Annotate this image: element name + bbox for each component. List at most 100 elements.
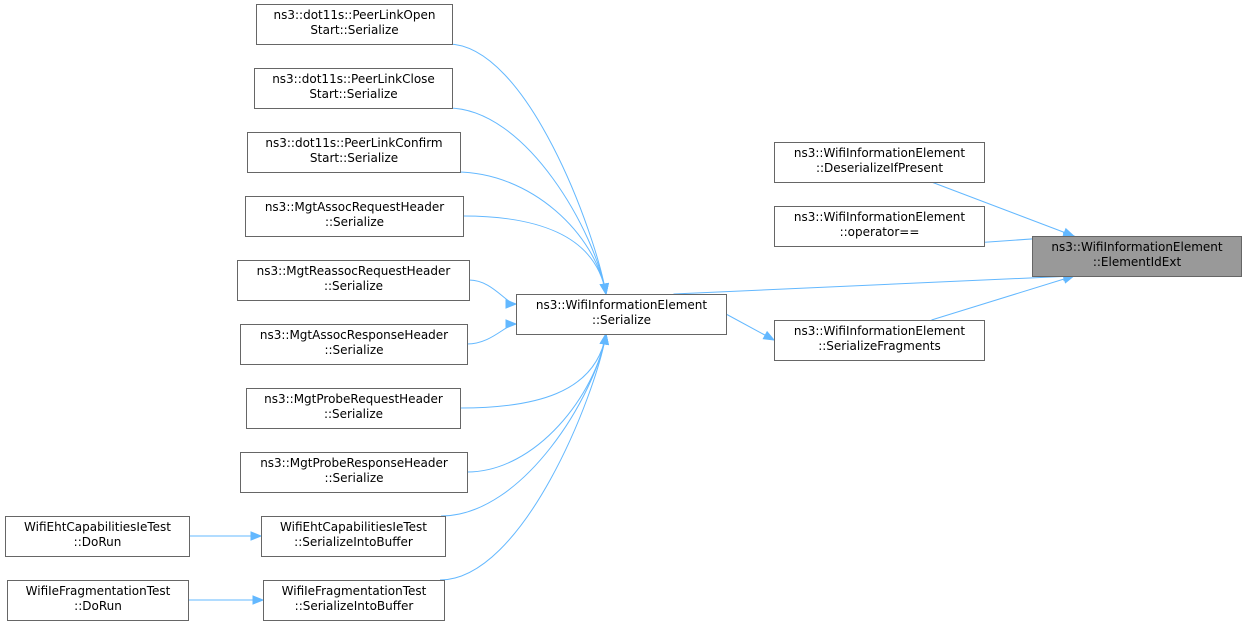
node-box: [5, 516, 190, 557]
node-eht-do-run[interactable]: WifiEhtCapabilitiesIeTest::DoRun: [5, 516, 190, 557]
node-label-line: Start::Serialize: [310, 151, 398, 165]
arrowhead: [599, 282, 609, 296]
node-label-line: Start::Serialize: [310, 23, 398, 37]
node-label-line: ns3::MgtAssocRequestHeader: [265, 200, 444, 214]
node-box: [774, 320, 985, 361]
node-assoc-request[interactable]: ns3::MgtAssocRequestHeader::Serialize: [245, 196, 464, 237]
node-operator-eq[interactable]: ns3::WifiInformationElement::operator==: [774, 206, 985, 247]
node-box: [245, 196, 464, 237]
node-peer-link-confirm[interactable]: ns3::dot11s::PeerLinkConfirmStart::Seria…: [247, 132, 461, 173]
edge-reassoc-request-to-serialize: [468, 279, 518, 309]
edge-line: [440, 333, 607, 517]
node-label-line: ::Serialize: [324, 471, 383, 485]
edge-line: [459, 333, 607, 409]
edge-line: [462, 215, 607, 295]
node-label-line: ns3::WifiInformationElement: [794, 146, 966, 160]
node-reassoc-request[interactable]: ns3::MgtReassocRequestHeader::Serialize: [237, 260, 470, 301]
edge-eht-do-run-to-eht-serialize-into-buffer: [189, 531, 263, 541]
edge-peer-link-open-to-serialize: [447, 43, 609, 296]
nodes-layer: ns3::WifiInformationElement::ElementIdEx…: [5, 4, 1242, 621]
edge-probe-response-to-serialize: [466, 332, 609, 473]
edge-line: [455, 171, 607, 295]
node-frag-serialize-into-buffer[interactable]: WifiIeFragmentationTest::SerializeIntoBu…: [263, 580, 445, 621]
edge-line: [931, 275, 1074, 321]
node-label-line: Start::Serialize: [309, 87, 397, 101]
edge-probe-request-to-serialize: [459, 332, 609, 409]
node-label-line: ns3::WifiInformationElement: [536, 298, 708, 312]
node-box: [516, 294, 727, 335]
node-box: [237, 260, 470, 301]
arrowhead: [505, 299, 518, 309]
node-serialize[interactable]: ns3::WifiInformationElement::Serialize: [516, 294, 727, 335]
node-label-line: ::SerializeIntoBuffer: [295, 599, 414, 613]
arrowhead: [250, 531, 263, 541]
node-label-line: WifiEhtCapabilitiesIeTest: [24, 520, 171, 534]
node-box: [247, 132, 461, 173]
node-box: [263, 580, 445, 621]
node-label-line: ns3::dot11s::PeerLinkClose: [272, 72, 435, 86]
node-frag-do-run[interactable]: WifiIeFragmentationTest::DoRun: [7, 580, 189, 621]
node-label-line: ns3::WifiInformationElement: [1051, 240, 1223, 254]
edge-line: [673, 275, 1074, 295]
edge-frag-do-run-to-frag-serialize-into-buffer: [188, 595, 265, 605]
node-label-line: ::Serialize: [325, 215, 384, 229]
node-box: [240, 324, 468, 365]
node-label-line: ::operator==: [840, 225, 920, 239]
node-serialize-fragments[interactable]: ns3::WifiInformationElement::SerializeFr…: [774, 320, 985, 361]
edge-line: [931, 181, 1074, 237]
edge-assoc-request-to-serialize: [462, 215, 609, 296]
node-box: [261, 516, 446, 557]
edge-frag-serialize-into-buffer-to-serialize: [439, 332, 609, 581]
node-box: [1032, 236, 1242, 277]
arrowhead: [252, 595, 265, 605]
node-box: [774, 142, 985, 183]
node-box: [774, 206, 985, 247]
arrowhead: [599, 332, 609, 346]
node-box: [7, 580, 189, 621]
node-label-line: ns3::dot11s::PeerLinkConfirm: [265, 136, 442, 150]
node-box: [246, 388, 461, 429]
node-label-line: ::Serialize: [592, 313, 651, 327]
edge-line: [447, 43, 607, 295]
arrowhead: [505, 319, 518, 329]
node-label-line: ::DoRun: [74, 535, 122, 549]
node-eht-serialize-into-buffer[interactable]: WifiEhtCapabilitiesIeTest::SerializeInto…: [261, 516, 446, 557]
node-label-line: ns3::WifiInformationElement: [794, 210, 966, 224]
node-probe-response[interactable]: ns3::MgtProbeResponseHeader::Serialize: [240, 452, 468, 493]
node-label-line: ::Serialize: [324, 407, 383, 421]
node-label-line: ::DeserializeIfPresent: [816, 161, 943, 175]
node-label-line: ns3::dot11s::PeerLinkOpen: [274, 8, 436, 22]
node-label-line: ::SerializeIntoBuffer: [294, 535, 413, 549]
edge-line: [468, 279, 517, 305]
node-label-line: ns3::WifiInformationElement: [794, 324, 966, 338]
node-label-line: WifiEhtCapabilitiesIeTest: [280, 520, 427, 534]
node-box: [240, 452, 468, 493]
node-label-line: ::DoRun: [74, 599, 122, 613]
edge-assoc-response-to-serialize: [466, 319, 518, 345]
node-label-line: ::SerializeFragments: [818, 339, 941, 353]
edge-line: [447, 107, 607, 295]
node-peer-link-close[interactable]: ns3::dot11s::PeerLinkCloseStart::Seriali…: [254, 68, 453, 109]
node-label-line: ::Serialize: [324, 343, 383, 357]
node-box: [256, 4, 453, 45]
edge-serialize-to-serialize-fragments: [725, 313, 776, 341]
node-deserialize-if-present[interactable]: ns3::WifiInformationElement::Deserialize…: [774, 142, 985, 183]
node-label-line: ns3::MgtProbeResponseHeader: [260, 456, 448, 470]
node-probe-request[interactable]: ns3::MgtProbeRequestHeader::Serialize: [246, 388, 461, 429]
arrowhead: [762, 330, 776, 341]
node-label-line: ::ElementIdExt: [1093, 255, 1182, 269]
edge-line: [439, 333, 607, 581]
node-label-line: ::Serialize: [324, 279, 383, 293]
node-assoc-response[interactable]: ns3::MgtAssocResponseHeader::Serialize: [240, 324, 468, 365]
node-label-line: ns3::MgtAssocResponseHeader: [260, 328, 448, 342]
node-element-id-ext[interactable]: ns3::WifiInformationElement::ElementIdEx…: [1032, 236, 1242, 277]
node-label-line: WifiIeFragmentationTest: [282, 584, 427, 598]
node-label-line: WifiIeFragmentationTest: [26, 584, 171, 598]
node-box: [254, 68, 453, 109]
node-label-line: ns3::MgtReassocRequestHeader: [257, 264, 451, 278]
node-label-line: ns3::MgtProbeRequestHeader: [264, 392, 443, 406]
node-peer-link-open[interactable]: ns3::dot11s::PeerLinkOpenStart::Serializ…: [256, 4, 453, 45]
edge-serialize-to-element-id-ext: [673, 271, 1076, 295]
edge-peer-link-close-to-serialize: [447, 107, 609, 296]
